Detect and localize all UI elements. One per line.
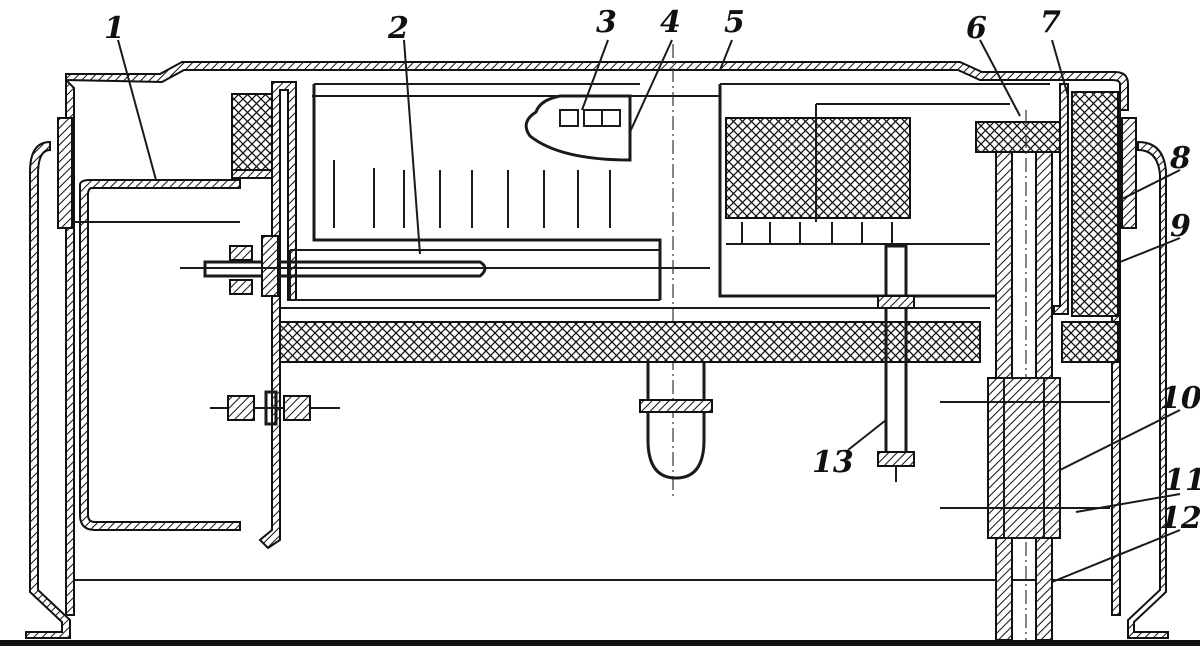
callout-1: 1 (104, 11, 125, 46)
bolt-13 (877, 244, 915, 482)
top-lid (65, 61, 1129, 111)
heating-element (180, 235, 710, 301)
left-insulation-shelf (231, 169, 273, 179)
left-partition (258, 81, 297, 550)
left-insulation-block (231, 93, 273, 171)
air-duct (79, 179, 241, 531)
callout-6: 6 (966, 11, 987, 46)
ground-line (0, 640, 1200, 646)
outer-casing-left (25, 140, 71, 639)
callout-9: 9 (1170, 209, 1191, 244)
tray-fins (333, 160, 611, 228)
drain-clamp (639, 399, 713, 413)
insulation-slab-right (1061, 321, 1119, 363)
inner-housing-left-flange (57, 117, 73, 229)
right-insulation-block (725, 117, 911, 219)
callout-4: 4 (660, 5, 681, 40)
pipe-nut (975, 121, 1069, 153)
callout-10: 10 (1160, 381, 1200, 416)
callout-3: 3 (596, 5, 617, 40)
sensor-slot-1 (559, 109, 579, 127)
leader-lines (117, 39, 1181, 583)
right-insulation-fill (1071, 91, 1119, 317)
callout-2: 2 (387, 11, 409, 46)
insulation-slab (279, 321, 981, 363)
inner-housing-right-flange (1121, 117, 1137, 229)
callout-8: 8 (1169, 141, 1191, 176)
heating-tray (312, 84, 662, 300)
sensor-housing (524, 94, 632, 162)
sensor-slot-2 (583, 109, 603, 127)
outer-casing-right (1127, 140, 1169, 639)
callout-7: 7 (1040, 5, 1061, 40)
callout-12: 12 (1160, 501, 1200, 536)
side-bolt-connector (210, 390, 340, 426)
callout-5: 5 (724, 5, 745, 40)
coupling-inner (1003, 377, 1045, 539)
right-insulation-column (1053, 83, 1069, 315)
callout-11: 11 (1164, 463, 1200, 498)
right-tray-fins (726, 222, 990, 245)
callout-13: 13 (812, 445, 854, 480)
sensor-slot-3 (601, 109, 621, 127)
drain-bulb (646, 360, 706, 480)
